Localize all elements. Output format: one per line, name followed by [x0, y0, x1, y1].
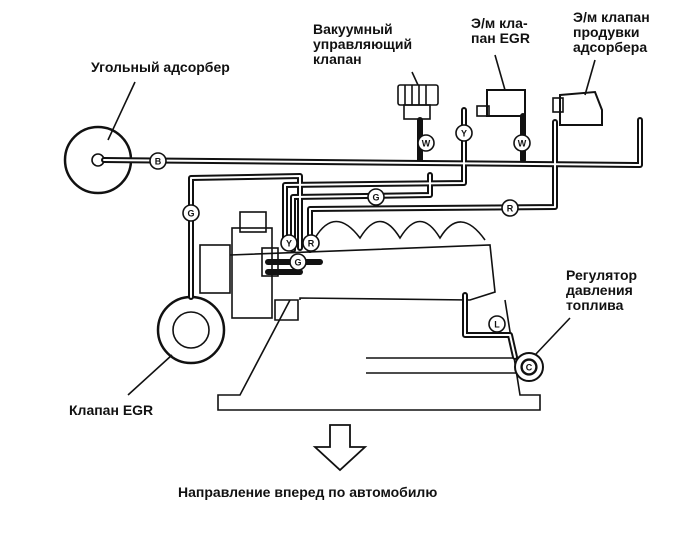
purge-solenoid-shape [552, 90, 603, 126]
svg-text:B: B [155, 157, 162, 167]
throttle-body [199, 211, 299, 321]
svg-text:Y: Y [461, 129, 467, 139]
hose-tag-purge-line: R [501, 199, 519, 217]
direction-label: Направление вперед по автомобилю [178, 484, 438, 500]
hose-tag-vacuum-valve: W [417, 134, 435, 152]
hose-tag-egr-solenoid: Y [455, 124, 473, 142]
svg-text:G: G [187, 209, 194, 219]
svg-text:C: C [526, 363, 533, 373]
svg-text:W: W [422, 139, 431, 149]
svg-text:L: L [494, 320, 500, 330]
svg-text:G: G [294, 258, 301, 268]
svg-text:Y: Y [286, 239, 292, 249]
direction-arrow-icon [312, 424, 368, 472]
purge-solenoid-label: Э/м клапан продувки адсорбера [573, 9, 650, 55]
svg-text:R: R [308, 239, 315, 249]
hose-tag-egr-valve: G [182, 204, 200, 222]
egr-solenoid-shape [476, 89, 526, 117]
egr-valve-label: Клапан EGR [69, 402, 154, 418]
svg-text:R: R [507, 204, 514, 214]
svg-text:W: W [518, 139, 527, 149]
hose-tag-throttle-g: G [289, 253, 307, 271]
charcoal-canister-label: Угольный адсорбер [91, 59, 230, 75]
engine-block [217, 220, 541, 411]
hose-tag-canister: B [149, 152, 167, 170]
hose-tag-throttle-y: Y [280, 234, 298, 252]
vacuum-valve-label: Вакуумный управляющий клапан [313, 21, 413, 67]
egr-valve-shape [156, 295, 226, 365]
vacuum-valve-shape [397, 84, 439, 120]
fuel-regulator-label: Регулятор давления топлива [566, 267, 638, 313]
hose-network [101, 107, 643, 360]
hose-tag-purge-solenoid: W [513, 134, 531, 152]
hose-tag-throttle-r: R [302, 234, 320, 252]
egr-solenoid-label: Э/м кла- пан EGR [471, 15, 530, 46]
svg-text:G: G [372, 193, 379, 203]
hose-tag-manifold-g: G [367, 188, 385, 206]
leader-lines [107, 54, 596, 396]
hose-tag-regulator-line: L [488, 315, 506, 333]
hose-tag-regulator-port: C [521, 359, 537, 375]
